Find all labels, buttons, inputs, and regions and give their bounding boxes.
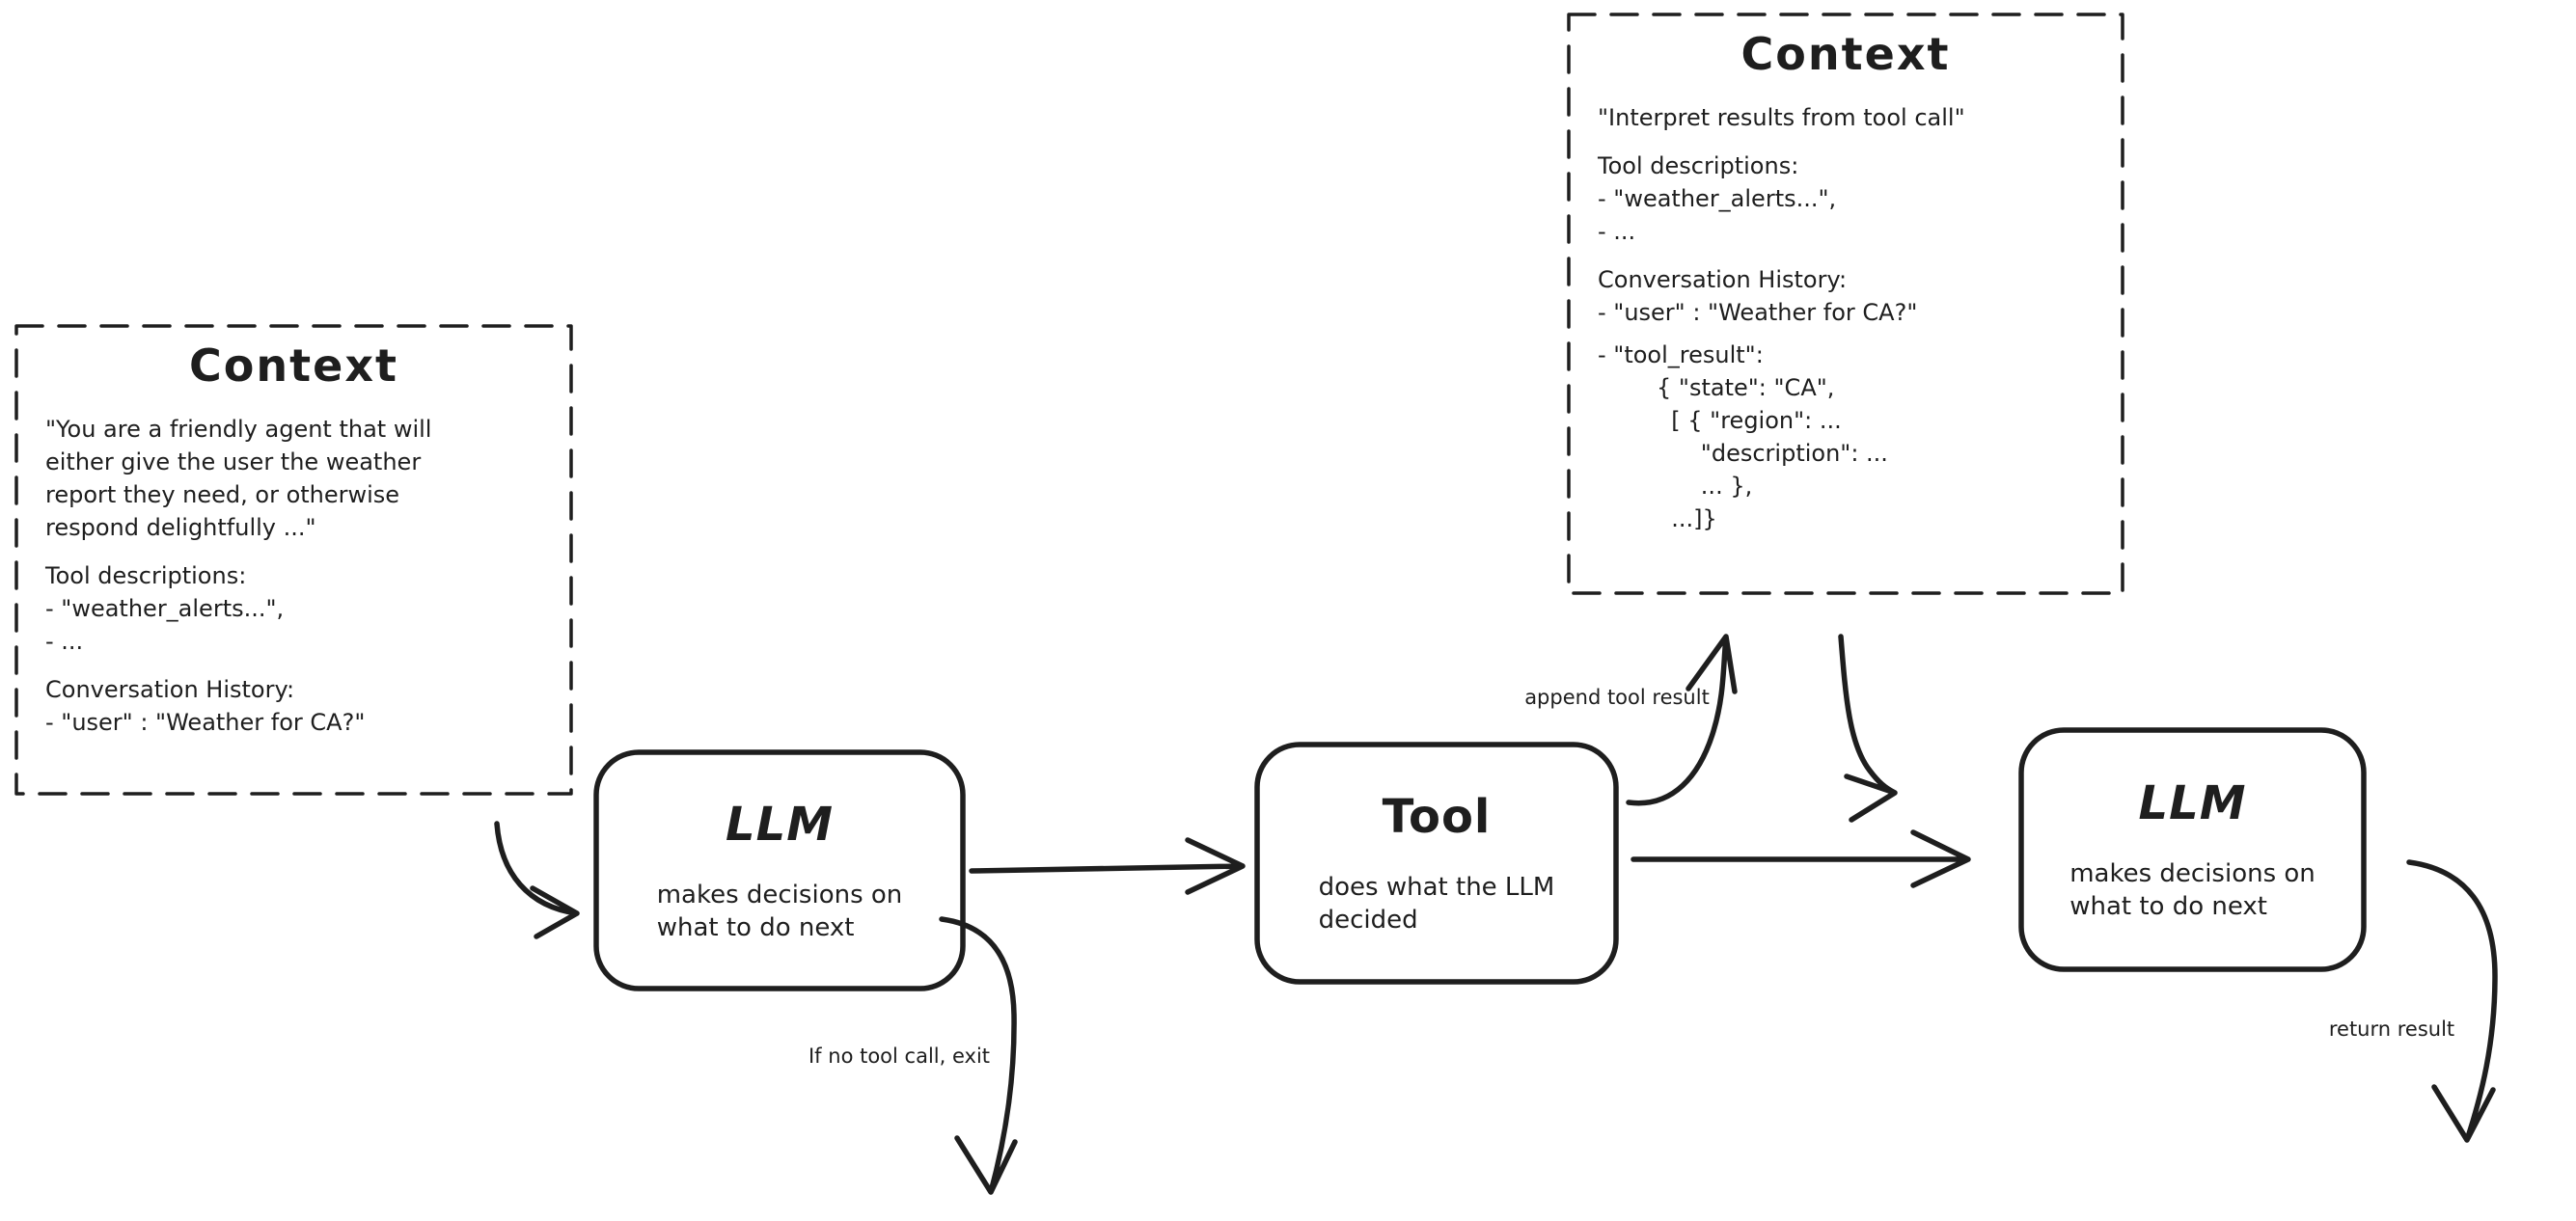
system-prompt: "You are a friendly agent that will eith… (45, 413, 556, 544)
system-prompt-line: either give the user the weather (45, 448, 422, 475)
tool-node: Tool does what the LLM decided (1257, 745, 1616, 982)
arrow-llm1-exit (939, 916, 1018, 1195)
tool-description-item: - ... (45, 628, 84, 655)
tool-descriptions-heading: Tool descriptions: (45, 562, 247, 589)
tool-node-shape (1254, 742, 1619, 985)
context-left-border (14, 324, 573, 796)
conversation-history: Conversation History: - "user" : "Weathe… (1598, 263, 2107, 329)
llm1-node: LLM makes decisions on what to do next (596, 752, 963, 989)
tool-description-item: - "weather_alerts...", (45, 595, 285, 622)
tool-descriptions-heading: Tool descriptions: (1598, 152, 1799, 179)
conversation-heading: Conversation History: (1598, 266, 1848, 293)
system-prompt-line: "Interpret results from tool call" (1598, 104, 1965, 131)
context-left-title: Context (189, 339, 398, 392)
tool-description-item: - "weather_alerts...", (1598, 185, 1837, 212)
system-prompt-line: "You are a friendly agent that will (45, 416, 432, 443)
tool-result-line: [ { "region": ... (1598, 407, 1842, 434)
append-tool-result-label: append tool result (1524, 686, 1710, 709)
context-top-title: Context (1740, 28, 1951, 80)
conversation-item: - "user" : "Weather for CA?" (45, 709, 366, 736)
llm2-subtitle-line: makes decisions on (2069, 859, 2316, 888)
arrow-context-top-to-llm2 (1838, 634, 1898, 823)
conversation-item: - "user" : "Weather for CA?" (1598, 299, 1918, 326)
tool-result: - "tool_result": { "state": "CA", [ { "r… (1598, 339, 2107, 535)
tool-result-line: "description": ... (1598, 440, 1888, 467)
system-prompt-line: respond delightfully ..." (45, 514, 316, 541)
llm2-node-shape (2018, 727, 2367, 972)
llm1-node-title: LLM (726, 797, 834, 852)
context-top-border (1567, 13, 2124, 595)
arrow-tool-to-context-top (1626, 634, 1738, 806)
llm1-node-shape (593, 749, 966, 991)
return-result-label: return result (2328, 1018, 2455, 1041)
context-top-box: Context "Interpret results from tool cal… (1569, 14, 2123, 593)
llm1-subtitle-line: what to do next (656, 912, 855, 942)
system-prompt-line: report they need, or otherwise (45, 481, 400, 508)
tool-descriptions: Tool descriptions: - "weather_alerts..."… (1598, 149, 2107, 248)
tool-description-item: - ... (1598, 218, 1636, 245)
conversation-history: Conversation History: - "user" : "Weathe… (45, 673, 556, 739)
tool-subtitle-line: does what the LLM (1318, 873, 1555, 902)
llm1-node-subtitle: makes decisions on what to do next (657, 879, 903, 944)
llm1-subtitle-line: makes decisions on (656, 880, 903, 909)
tool-node-title: Tool (1382, 790, 1492, 844)
arrow-tool-to-llm2 (1631, 829, 1971, 888)
tool-subtitle-line: decided (1318, 906, 1418, 935)
tool-result-line: { "state": "CA", (1598, 374, 1835, 401)
tool-node-subtitle: does what the LLM decided (1319, 871, 1555, 936)
llm2-node-subtitle: makes decisions on what to do next (2069, 857, 2316, 923)
context-top-body: "Interpret results from tool call" Tool … (1569, 101, 2123, 535)
context-left-body: "You are a friendly agent that will eith… (16, 413, 571, 739)
context-left-box: Context "You are a friendly agent that w… (16, 326, 571, 794)
llm2-subtitle-line: what to do next (2069, 892, 2267, 921)
arrow-context-left-to-llm1 (494, 821, 580, 939)
tool-result-line: ... }, (1598, 473, 1753, 500)
llm2-node: LLM makes decisions on what to do next (2021, 730, 2364, 969)
arrow-llm1-to-tool (969, 837, 1246, 895)
arrow-llm2-return (2406, 859, 2498, 1143)
tool-result-line: - "tool_result": (1598, 341, 1764, 368)
llm2-node-title: LLM (2138, 776, 2247, 830)
system-prompt: "Interpret results from tool call" (1598, 101, 2107, 134)
tool-descriptions: Tool descriptions: - "weather_alerts..."… (45, 559, 556, 658)
conversation-heading: Conversation History: (45, 676, 295, 703)
tool-result-line: ...]} (1598, 505, 1717, 532)
exit-label: If no tool call, exit (808, 1045, 991, 1068)
